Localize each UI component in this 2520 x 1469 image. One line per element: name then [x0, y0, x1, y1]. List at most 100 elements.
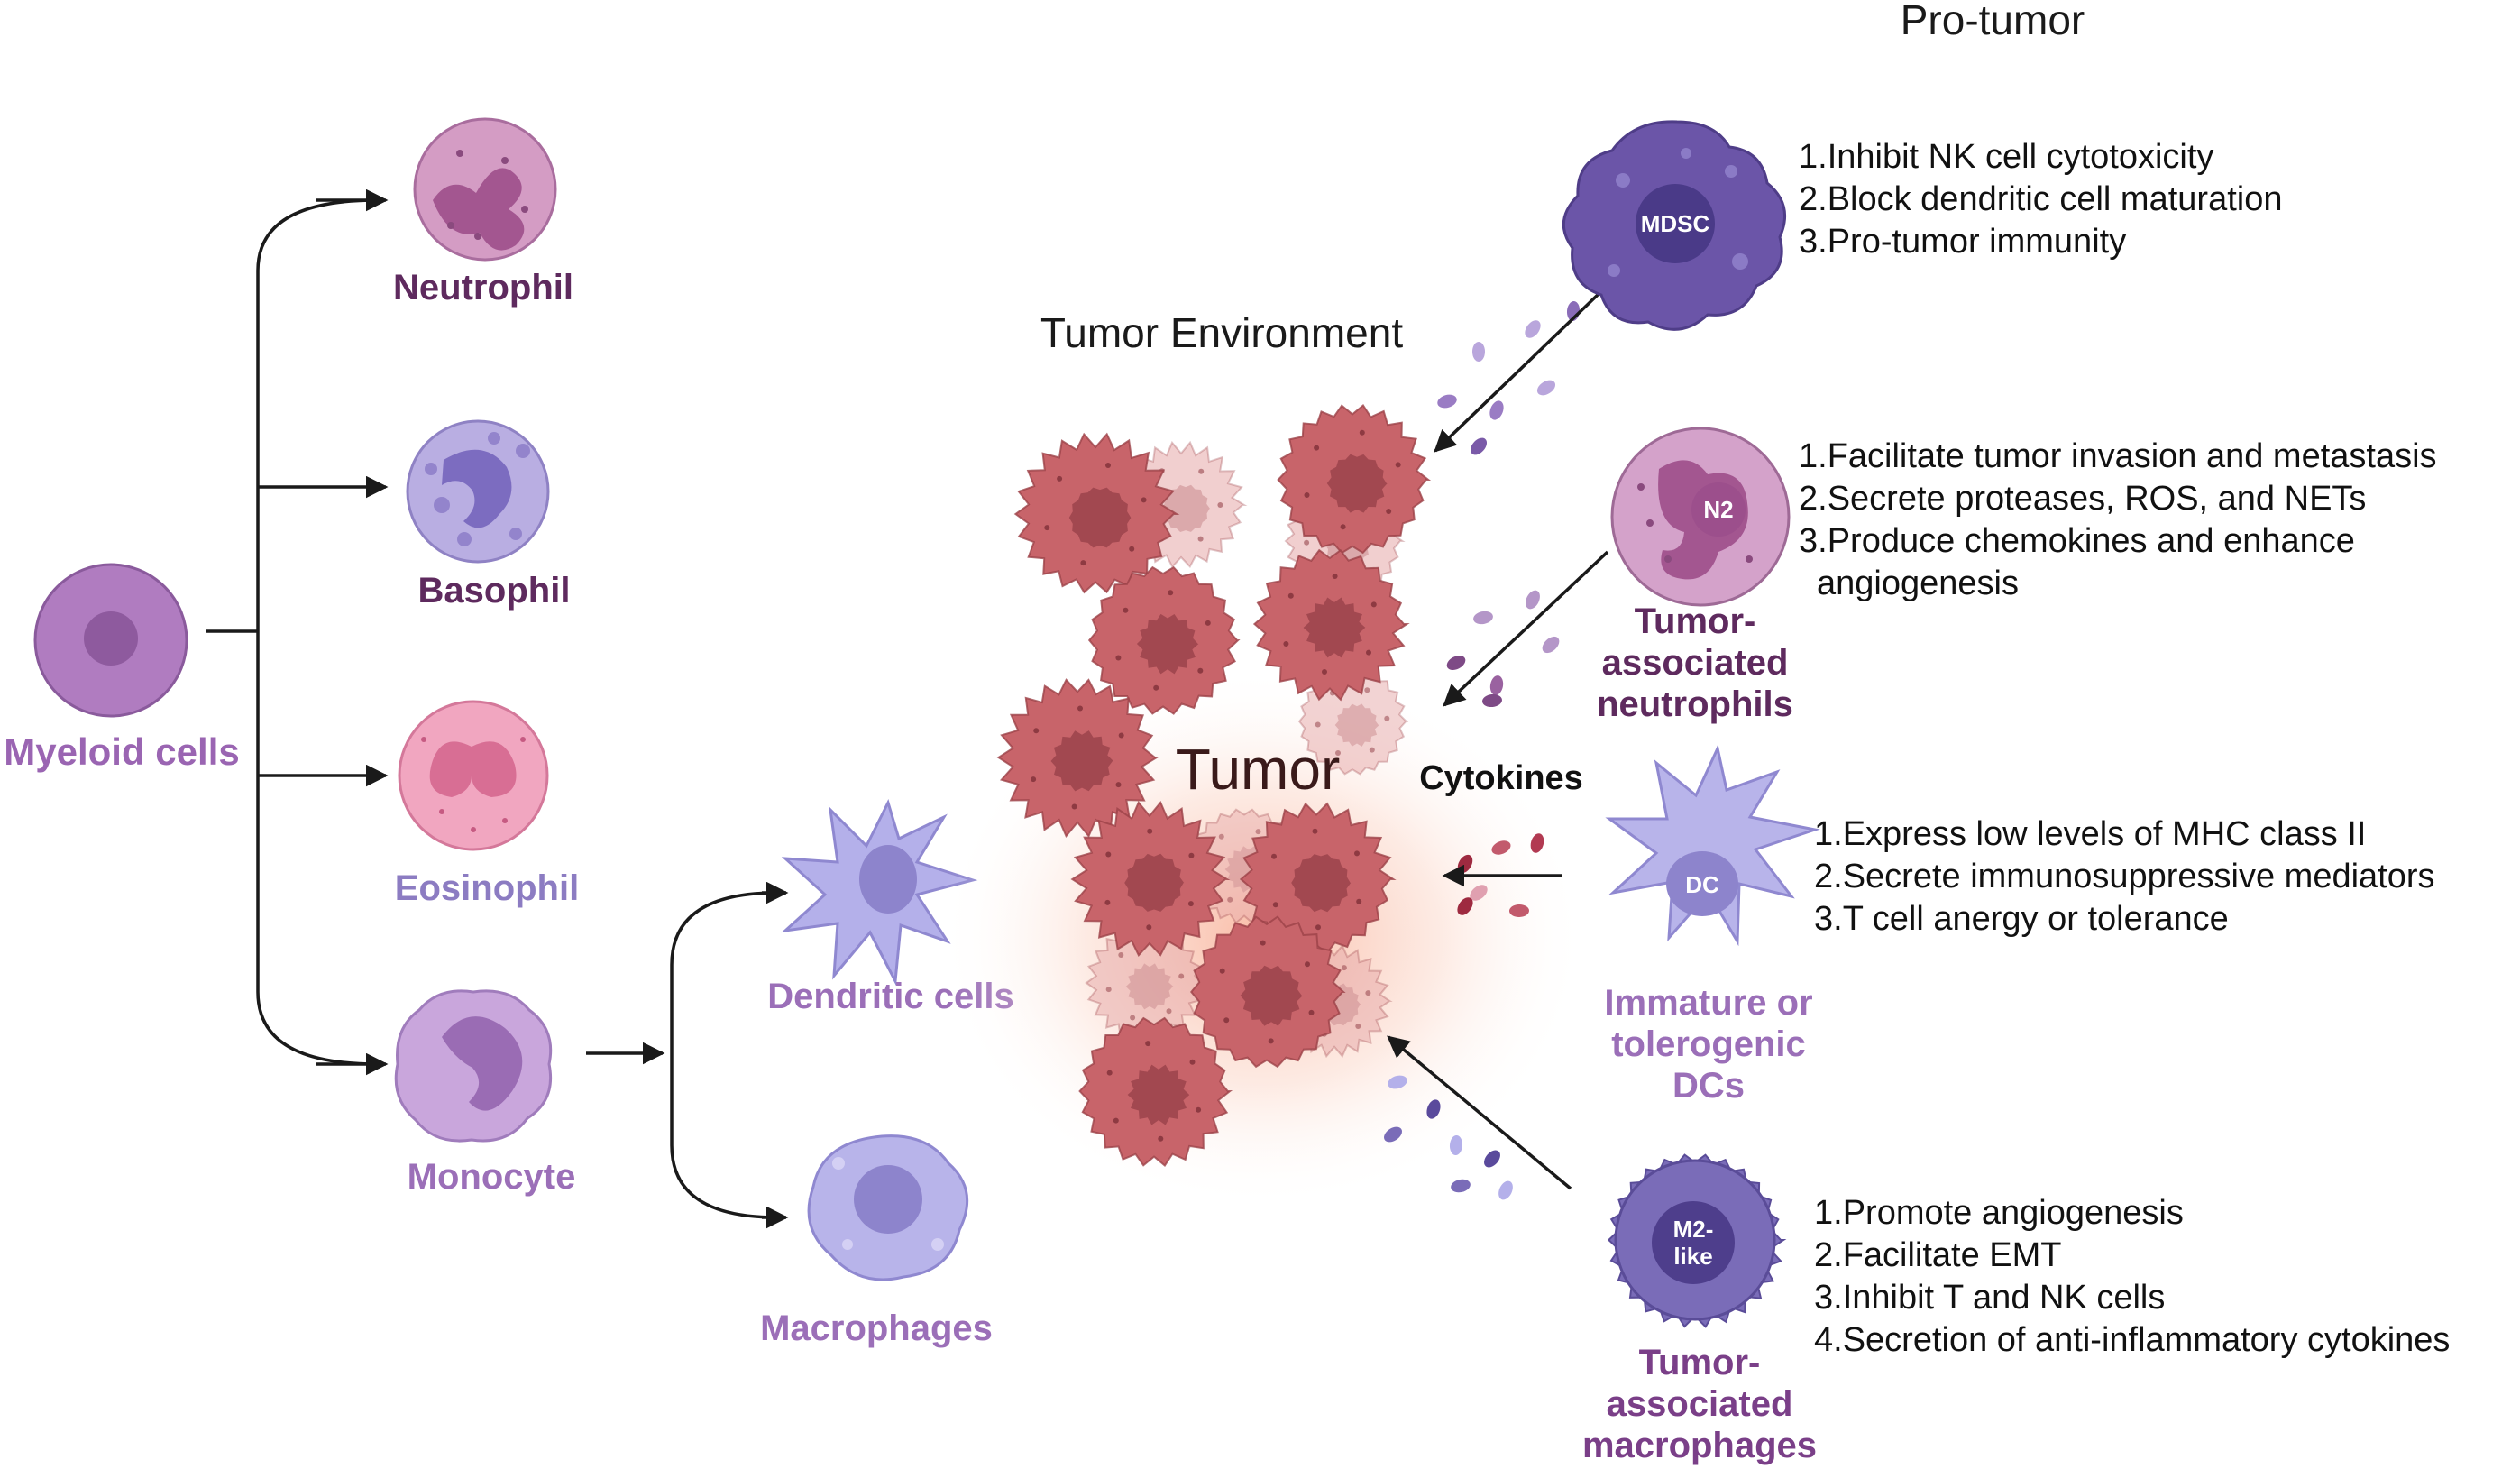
tumor-cell-granule	[1322, 669, 1327, 675]
dc-function-2: 2.Secrete immunosuppressive mediators	[1814, 858, 2435, 895]
tumor-cell-granule	[1268, 1038, 1274, 1044]
mdsc-function-2: 2.Block dendritic cell maturation	[1799, 180, 2282, 218]
immature-dc-icon: DC	[1605, 744, 1820, 947]
tumor-cell-granule	[1304, 492, 1310, 498]
monocyte-label: Monocyte	[408, 1157, 576, 1197]
basophil-label: Basophil	[418, 571, 571, 611]
tumor-cell-granule	[1123, 607, 1129, 613]
tumor-cell-granule	[1197, 536, 1204, 542]
tan-functions: 1.Facilitate tumor invasion and metastas…	[1799, 437, 2437, 602]
m2-badge-line1: M2-	[1673, 1216, 1714, 1243]
tumor-cell-granule	[1356, 898, 1362, 904]
cytokine-particle	[1489, 400, 1504, 420]
tumor-cell-granule	[1218, 833, 1224, 840]
cytokine-particle	[1491, 840, 1511, 855]
tumor-cell-granule	[1315, 721, 1321, 728]
dc-badge: DC	[1685, 871, 1719, 898]
basophil-icon	[406, 419, 550, 564]
tumor-cell-granule	[1080, 560, 1086, 566]
tumor-nucleus	[1334, 703, 1379, 747]
tumor-cell-granule	[1271, 853, 1277, 859]
tumor-cell-granule	[1158, 1135, 1164, 1142]
tam-name-line2: associated	[1607, 1384, 1793, 1424]
tumor-nucleus	[1127, 1064, 1190, 1125]
tumor-cell-granule	[1341, 965, 1347, 971]
dc-function-1: 1.Express low levels of MHC class II	[1814, 815, 2366, 853]
tumor-nucleus	[1124, 853, 1185, 912]
cytokine-particle	[1542, 636, 1560, 654]
cytokine-particles	[1384, 301, 1581, 1200]
tumor-cell-granule	[1115, 782, 1122, 788]
dc-function-3: 3.T cell anergy or tolerance	[1814, 900, 2229, 938]
n2-badge: N2	[1703, 496, 1733, 523]
cytokine-particle	[1437, 394, 1457, 409]
tumor-cell-granule	[1272, 902, 1278, 908]
tumor-cell-granule	[1384, 715, 1390, 721]
monocyte-icon	[394, 989, 553, 1143]
cytokine-particle	[1509, 904, 1529, 918]
eosinophil-icon	[398, 700, 549, 851]
arrow-n2-to-tumor	[1443, 550, 1609, 707]
tumor-cell-granule	[1369, 747, 1375, 753]
tumor-cell-granule	[1077, 705, 1083, 712]
tumor-nucleus	[1240, 965, 1303, 1026]
tan-name-line2: associated	[1602, 643, 1789, 683]
arrow-mdsc-to-tumor	[1434, 292, 1600, 453]
tam-name-line1: Tumor-	[1639, 1343, 1761, 1382]
tumor-cell-granule	[1146, 924, 1152, 931]
cytokine-particle	[1451, 1179, 1471, 1193]
cytokine-particle	[1470, 885, 1488, 901]
macrophage-icon	[807, 1134, 969, 1281]
tumor-cells	[996, 404, 1432, 1167]
tumor-cell-granule	[1260, 940, 1266, 946]
tumor-cell-granule	[1057, 475, 1063, 482]
dc-functions: 1.Express low levels of MHC class II 2.S…	[1814, 815, 2435, 938]
tumor-cell-granule	[1147, 828, 1153, 834]
mdsc-function-3: 3.Pro-tumor immunity	[1799, 223, 2126, 261]
tam-functions: 1.Promote angiogenesis 2.Facilitate EMT …	[1814, 1194, 2450, 1359]
cytokine-particle	[1426, 1099, 1441, 1119]
cytokine-particle	[1473, 611, 1493, 625]
branch-trunk	[256, 198, 378, 1066]
tumor-cell-granule	[1315, 924, 1321, 931]
cytokine-particle	[1388, 1075, 1407, 1089]
arrow-tam-to-tumor	[1387, 1035, 1572, 1190]
cytokine-particle	[1472, 342, 1485, 362]
tumor-nucleus	[1050, 730, 1113, 792]
tan-name-line1: Tumor-	[1635, 601, 1756, 641]
cytokine-particle	[1489, 675, 1504, 695]
tumor-cell-granule	[1118, 732, 1124, 739]
tumor-environment-title: Tumor Environment	[1040, 309, 1403, 356]
tumor-nucleus	[1303, 597, 1366, 658]
myeloid-lineage: Myeloid cells Neutrophil Basophil	[4, 117, 1014, 1348]
tumor-cell-granule	[1370, 601, 1377, 608]
tumor-cell-granule	[1129, 546, 1135, 552]
tumor-cell-granule	[1366, 649, 1371, 656]
tumor-cell-granule	[1386, 509, 1392, 514]
tumor-cell-granule	[1188, 852, 1195, 858]
tumor-cell-granule	[1196, 1106, 1202, 1113]
tumor-cell-granule	[1113, 1117, 1119, 1124]
tumor-cell-granule	[1227, 896, 1233, 903]
tumor-cell-granule	[1354, 850, 1360, 857]
neutrophil-icon	[413, 117, 557, 262]
tumor-nucleus	[1068, 487, 1132, 548]
tumor-cell-granule	[1130, 1015, 1136, 1021]
cytokine-particle	[1536, 380, 1556, 396]
myeloid-cells-label: Myeloid cells	[4, 730, 239, 773]
tumor-cell-granule	[1305, 961, 1310, 968]
tumor-cell-granule	[1031, 776, 1037, 783]
tumor-cell-granule	[1115, 655, 1122, 661]
tumor-cell-granule	[1355, 1024, 1361, 1029]
tumor-cell-granule	[1395, 462, 1401, 468]
tumor-cell-granule	[1314, 445, 1320, 451]
tumor-nucleus	[1326, 454, 1388, 513]
neutrophil-label: Neutrophil	[393, 268, 573, 308]
tumor-cell-granule	[1364, 687, 1370, 693]
mdsc-badge: MDSC	[1641, 210, 1710, 237]
tan-function-1: 1.Facilitate tumor invasion and metastas…	[1799, 437, 2437, 475]
tumor-cell-granule	[1153, 684, 1159, 691]
tumor-cell-granule	[1332, 574, 1338, 579]
tam-function-3: 3.Inhibit T and NK cells	[1814, 1279, 2165, 1317]
